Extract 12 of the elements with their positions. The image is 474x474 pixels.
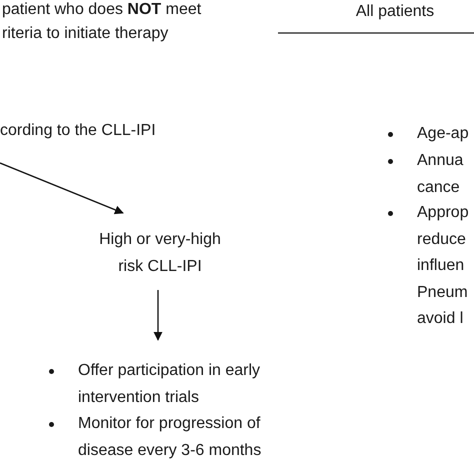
label-text: Age-ap (417, 124, 469, 144)
node-text: High or very-high risk CLL-IPI (98, 230, 222, 276)
arrow (0, 162, 124, 214)
label-text: patient who does NOT meet (2, 0, 202, 20)
label-text: Annua cance (417, 151, 464, 198)
label-text: cording to the CLL-IPI (0, 121, 157, 141)
arrow (154, 290, 162, 341)
label-text: riteria to initiate therapy (2, 24, 170, 44)
bullet-text: Offer participation in early intervention trials (78, 361, 262, 408)
label-text: Approp reduce influen Pneum avoid l (417, 203, 470, 329)
bullet-text: Monitor for progression of disease every 3-6 months (78, 414, 262, 460)
label-text: All patients (354, 2, 436, 22)
